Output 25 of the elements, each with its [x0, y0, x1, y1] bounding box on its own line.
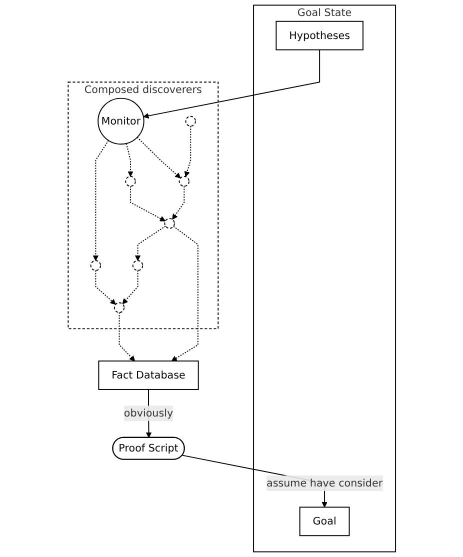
- arrow: [122, 270, 138, 304]
- node-box: Fact Database: [98, 360, 198, 390]
- node-circle: [124, 176, 136, 187]
- arrow: [92, 140, 109, 261]
- node-circle: [184, 116, 196, 127]
- node-circle: [132, 260, 143, 271]
- arrow: [118, 312, 135, 362]
- arrow: [184, 126, 191, 177]
- arrow: [130, 186, 166, 222]
- node-box: Hypotheses: [275, 20, 364, 50]
- arrow: [126, 142, 133, 177]
- arrow: [136, 136, 180, 178]
- node-circle: [164, 218, 175, 229]
- arrow: [171, 226, 198, 362]
- arrow: [134, 226, 166, 261]
- edge-label: assume have consider: [266, 476, 382, 490]
- node-circle: Monitor: [97, 98, 144, 145]
- node-circle: [114, 302, 124, 313]
- arrow: [172, 186, 184, 220]
- node-box: Goal: [298, 506, 350, 536]
- node-circle: [178, 176, 190, 187]
- edge-label: obviously: [124, 406, 173, 420]
- arrow: [94, 270, 116, 305]
- arrow: [142, 49, 320, 119]
- node-circle: [90, 260, 101, 271]
